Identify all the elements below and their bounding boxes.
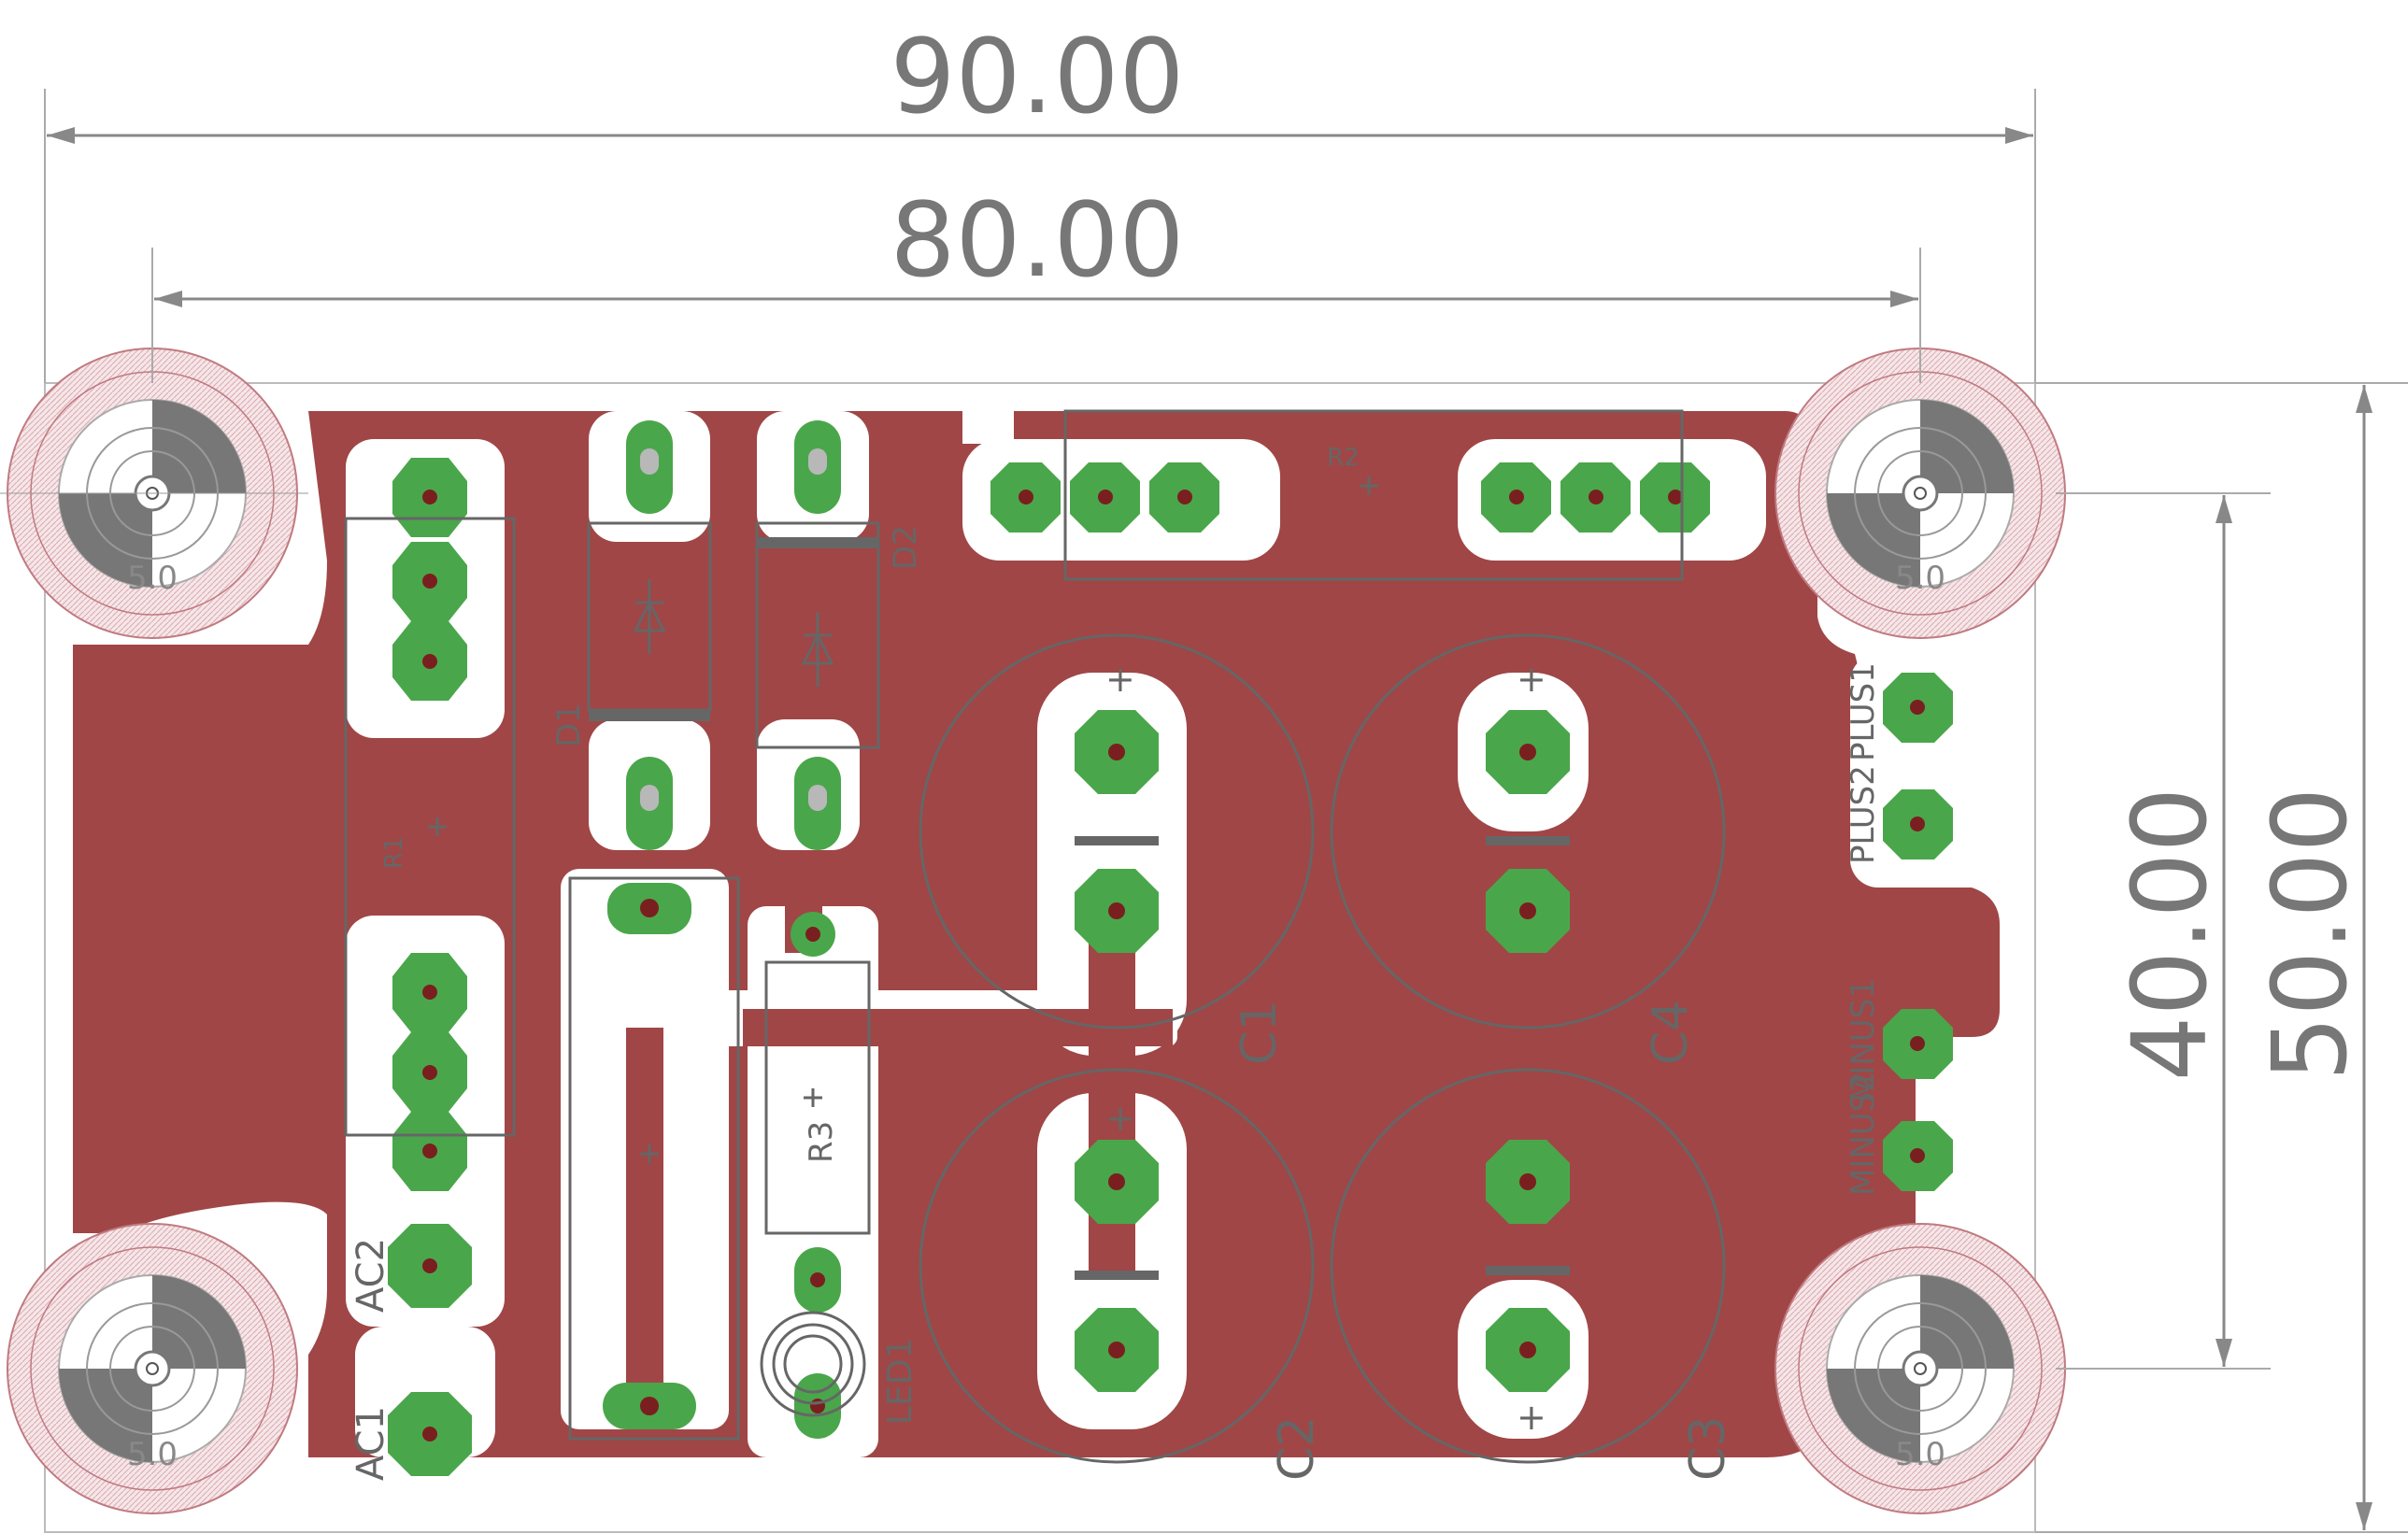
label-ac1: AC1: [349, 1406, 392, 1481]
label-plus1: PLUS1: [1845, 662, 1882, 761]
mounting-hole-top-right: 5.0: [1774, 348, 2066, 639]
hole-size-label: 5.0: [127, 560, 178, 597]
copper-pour: [73, 411, 2000, 1457]
board-outline: [44, 382, 2036, 1533]
mounting-holes: 5.0 5.0 5.0: [0, 348, 2066, 1514]
dimensions: 90.00 80.00 40.00 50.00: [44, 17, 2408, 1533]
dimension-overall-width-label: 90.00: [891, 17, 1185, 136]
label-d2: D2: [887, 525, 924, 570]
hole-size-label: 5.0: [1895, 1436, 1945, 1473]
plus-sign-c1: +: [1105, 659, 1135, 700]
label-c3: C3: [1680, 1416, 1736, 1481]
label-ac2: AC2: [349, 1238, 392, 1313]
led1-outline: [760, 1311, 866, 1417]
plus-sign-c4: +: [1517, 659, 1546, 700]
mounting-hole-bottom-left: 5.0: [7, 1223, 298, 1514]
dimension-hole-spacing-height-label: 40.00: [2110, 788, 2230, 1082]
label-r1: R1: [380, 836, 408, 869]
c3-outline: [1330, 1068, 1726, 1464]
label-plus2: PLUS2: [1845, 765, 1882, 864]
label-d1: D1: [550, 703, 588, 747]
label-minus1: MINUS1: [1845, 978, 1882, 1102]
dimension-overall-height-label: 50.00: [2250, 788, 2370, 1082]
hole-size-label: 5.0: [127, 1436, 178, 1473]
dimension-overall-width: 90.00: [44, 17, 2036, 383]
label-led1: LED1: [881, 1338, 919, 1425]
drill-slots: [640, 448, 827, 811]
c4-outline: [1330, 633, 1726, 1030]
dimension-hole-spacing-width-label: 80.00: [891, 180, 1185, 300]
drill-holes: [422, 490, 1925, 1442]
plus-sign-c3: +: [1517, 1397, 1546, 1438]
label-minus2: MINUS2: [1845, 1072, 1882, 1196]
dimension-hole-spacing-width: 80.00: [151, 180, 1921, 383]
label-r3: R3: [803, 1121, 840, 1163]
r3-outline: [764, 960, 871, 1235]
r1-outline: [344, 517, 516, 1137]
d2-outline: [755, 521, 880, 749]
r2-outline: [1063, 409, 1684, 581]
c1-outline: [919, 633, 1315, 1030]
label-c4: C4: [1643, 1001, 1699, 1065]
mounting-hole-top-left: 5.0: [0, 348, 308, 639]
silkscreen: [344, 409, 1726, 1464]
label-r2: R2: [1327, 444, 1360, 472]
dimension-overall-height: 50.00: [2035, 382, 2408, 1533]
diode-bands: [589, 537, 1570, 1280]
bridge-outline: [568, 876, 740, 1441]
c2-outline: [919, 1068, 1315, 1464]
mounting-hole-bottom-right: 5.0: [1774, 1223, 2066, 1514]
hole-size-label: 5.0: [1895, 560, 1945, 597]
label-c1: C1: [1232, 1001, 1288, 1065]
label-c2: C2: [1269, 1416, 1325, 1481]
dimension-hole-spacing-height: 40.00: [2056, 492, 2271, 1370]
diode-symbols: [428, 476, 1378, 1163]
plus-sign-c2: +: [1105, 1098, 1135, 1139]
component-labels: R1 D1 D2 R2 R3 C1 C4 C2 C3 LED1 AC1 AC2 …: [349, 444, 1882, 1481]
